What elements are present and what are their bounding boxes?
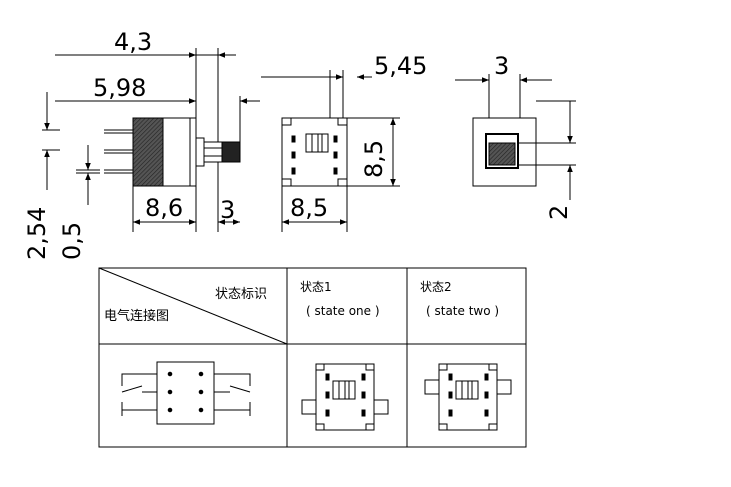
state2-diagram — [424, 363, 512, 431]
state1-title: 状态1 — [300, 280, 332, 294]
switch-plunger — [195, 137, 205, 167]
side-view — [42, 48, 260, 232]
dim-2: 2 — [545, 205, 573, 220]
state1-subtitle: ( state one ) — [306, 304, 380, 318]
dim-8-5-horizontal: 8,5 — [290, 194, 328, 222]
dim-5-98: 5,98 — [93, 74, 146, 102]
state2-subtitle: ( state two ) — [426, 304, 499, 318]
dim-4-3: 4,3 — [114, 28, 152, 56]
front-view — [455, 74, 576, 200]
state2-title: 状态2 — [420, 280, 452, 294]
dim-5-45: 5,45 — [374, 52, 427, 80]
dim-3-top: 3 — [494, 52, 509, 80]
switch-housing — [162, 117, 197, 187]
electrical-connection-diagram — [121, 361, 251, 425]
dim-0-5: 0,5 — [58, 222, 86, 260]
dim-8-6: 8,6 — [145, 194, 183, 222]
dim-8-5-vertical: 8,5 — [360, 140, 388, 178]
dim-3-bottom: 3 — [220, 196, 235, 224]
top-view — [261, 70, 400, 232]
state-table — [98, 267, 527, 448]
switch-body — [132, 117, 164, 187]
header-diagram-label: 电气连接图 — [104, 308, 169, 324]
header-state-label: 状态标识 — [215, 287, 267, 302]
dim-2-54: 2,54 — [23, 207, 51, 260]
state1-diagram — [301, 363, 389, 431]
